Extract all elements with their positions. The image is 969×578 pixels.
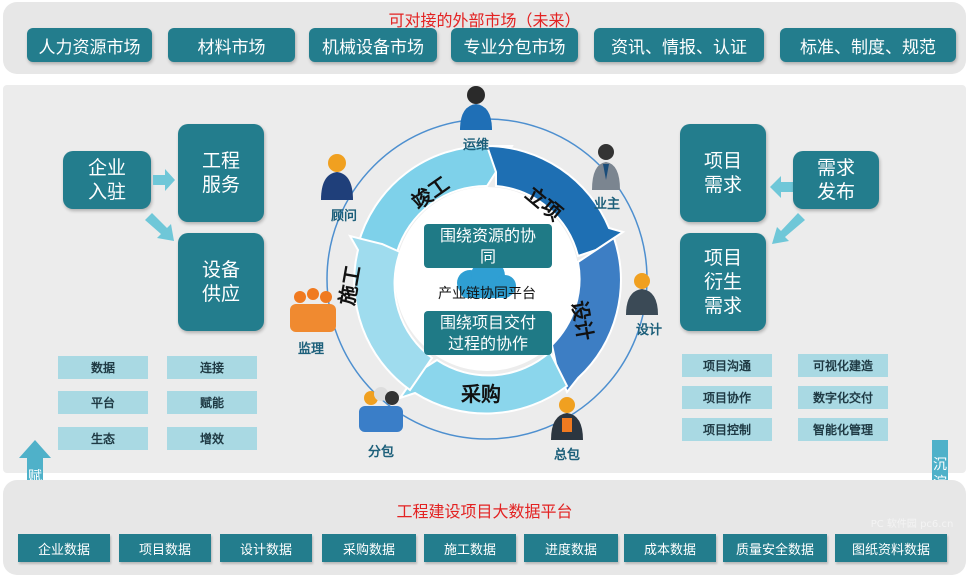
data-project[interactable]: 项目数据 xyxy=(119,534,211,562)
data-enterprise[interactable]: 企业数据 xyxy=(18,534,110,562)
role-label-subcontractor: 分包 xyxy=(367,445,394,460)
tag-connect: 连接 xyxy=(167,356,257,379)
role-label-design: 设计 xyxy=(635,323,662,338)
market-machinery[interactable]: 机械设备市场 xyxy=(309,28,437,62)
project-demand-box[interactable]: 项目 需求 xyxy=(680,124,766,222)
role-label-supervisor: 监理 xyxy=(297,342,324,357)
tag-project-collaboration: 项目协作 xyxy=(682,386,772,409)
tag-ecosystem: 生态 xyxy=(58,427,148,450)
tag-empower: 赋能 xyxy=(167,391,257,414)
tag-visual-construction: 可视化建造 xyxy=(798,354,888,377)
demand-release-box[interactable]: 需求 发布 xyxy=(793,151,879,209)
engineering-service-box[interactable]: 工程 服务 xyxy=(178,124,264,222)
designer-person-icon xyxy=(626,273,658,315)
consultant-person-icon xyxy=(321,154,353,200)
tag-project-communication: 项目沟通 xyxy=(682,354,772,377)
role-label-consultant: 顾问 xyxy=(330,209,357,224)
market-standards[interactable]: 标准、制度、规范 xyxy=(780,28,956,62)
market-subcontract[interactable]: 专业分包市场 xyxy=(451,28,578,62)
segment-construction xyxy=(347,234,434,392)
tag-data: 数据 xyxy=(58,356,148,379)
enterprise-entry-box[interactable]: 企业 入驻 xyxy=(63,151,151,209)
tag-digital-delivery: 数字化交付 xyxy=(798,386,888,409)
data-procurement[interactable]: 采购数据 xyxy=(322,534,416,562)
derived-demand-box[interactable]: 项目 衍生 需求 xyxy=(680,233,766,331)
role-label-general-contractor: 总包 xyxy=(553,448,580,463)
tag-efficiency: 增效 xyxy=(167,427,257,450)
subcontractor-group-icon xyxy=(359,387,403,432)
external-markets-title: 可对接的外部市场（未来） xyxy=(388,11,581,30)
data-drawings[interactable]: 图纸资料数据 xyxy=(835,534,947,562)
delivery-collab-box[interactable]: 围绕项目交付 过程的协作 xyxy=(424,311,552,355)
tag-smart-management: 智能化管理 xyxy=(798,418,888,441)
general-contractor-icon xyxy=(551,397,583,440)
tag-platform: 平台 xyxy=(58,391,148,414)
role-label-owner: 业主 xyxy=(593,197,620,212)
watermark-logo: PC 软件园 pc6.cn xyxy=(870,519,954,530)
equipment-supply-box[interactable]: 设备 供应 xyxy=(178,233,264,331)
data-cost[interactable]: 成本数据 xyxy=(624,534,716,562)
market-info[interactable]: 资讯、情报、认证 xyxy=(594,28,764,62)
role-label-maintenance: 运维 xyxy=(462,138,489,153)
tag-project-control: 项目控制 xyxy=(682,418,772,441)
supervisor-group-icon xyxy=(290,288,336,332)
market-hr[interactable]: 人力资源市场 xyxy=(27,28,152,62)
data-design[interactable]: 设计数据 xyxy=(220,534,312,562)
data-quality-safety[interactable]: 质量安全数据 xyxy=(723,534,827,562)
segment-design xyxy=(550,236,622,394)
data-schedule[interactable]: 进度数据 xyxy=(524,534,618,562)
industry-chain-platform-label: 产业链协同平台 xyxy=(438,286,536,302)
owner-person-icon xyxy=(592,144,620,190)
segment-label-procurement: 采购 xyxy=(461,382,501,406)
data-construction[interactable]: 施工数据 xyxy=(424,534,516,562)
market-materials[interactable]: 材料市场 xyxy=(168,28,295,62)
big-data-platform-title: 工程建设项目大数据平台 xyxy=(396,502,573,521)
maintenance-person-icon xyxy=(460,86,492,130)
resource-collab-box[interactable]: 围绕资源的协 同 xyxy=(424,224,552,268)
